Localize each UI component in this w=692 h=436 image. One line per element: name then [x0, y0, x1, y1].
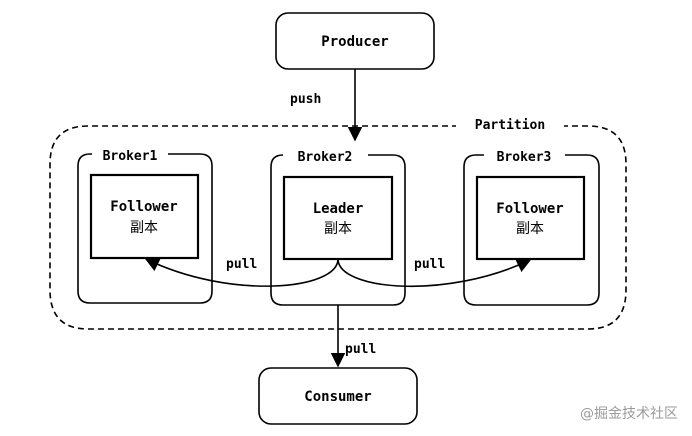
producer-label: Producer [321, 34, 388, 50]
broker-3-sub: 副本 [516, 221, 544, 237]
watermark: @掘金技术社区 [580, 406, 678, 422]
broker-2: Broker2 Leader 副本 [270, 150, 406, 306]
partition-label-bg [456, 114, 564, 136]
broker-1: Broker1 Follower 副本 [77, 149, 213, 304]
broker-1-sub: 副本 [130, 220, 158, 236]
producer-node: Producer [275, 12, 435, 70]
broker-3-replica-box [475, 175, 586, 261]
consumer-node: Consumer [258, 367, 418, 425]
broker-3: Broker3 Follower 副本 [463, 150, 600, 306]
broker-2-role: Leader [313, 201, 364, 217]
pull-consumer-label: pull [345, 342, 376, 357]
broker-2-label: Broker2 [298, 150, 353, 165]
broker-2-sub: 副本 [324, 221, 352, 237]
pull-left-arrow [144, 258, 339, 287]
broker-1-replica-box [89, 173, 200, 260]
broker-2-replica-box [282, 175, 394, 261]
pull-left-label: pull [226, 257, 257, 272]
pull-right-arrow [337, 258, 532, 288]
push-label: push [290, 92, 321, 107]
partition-label: Partition [475, 118, 545, 133]
broker-3-label: Broker3 [497, 150, 552, 165]
broker-1-label: Broker1 [103, 149, 158, 164]
broker-3-role: Follower [496, 201, 563, 217]
broker-1-role: Follower [110, 199, 177, 215]
consumer-label: Consumer [304, 389, 371, 405]
pull-right-label: pull [414, 257, 445, 272]
